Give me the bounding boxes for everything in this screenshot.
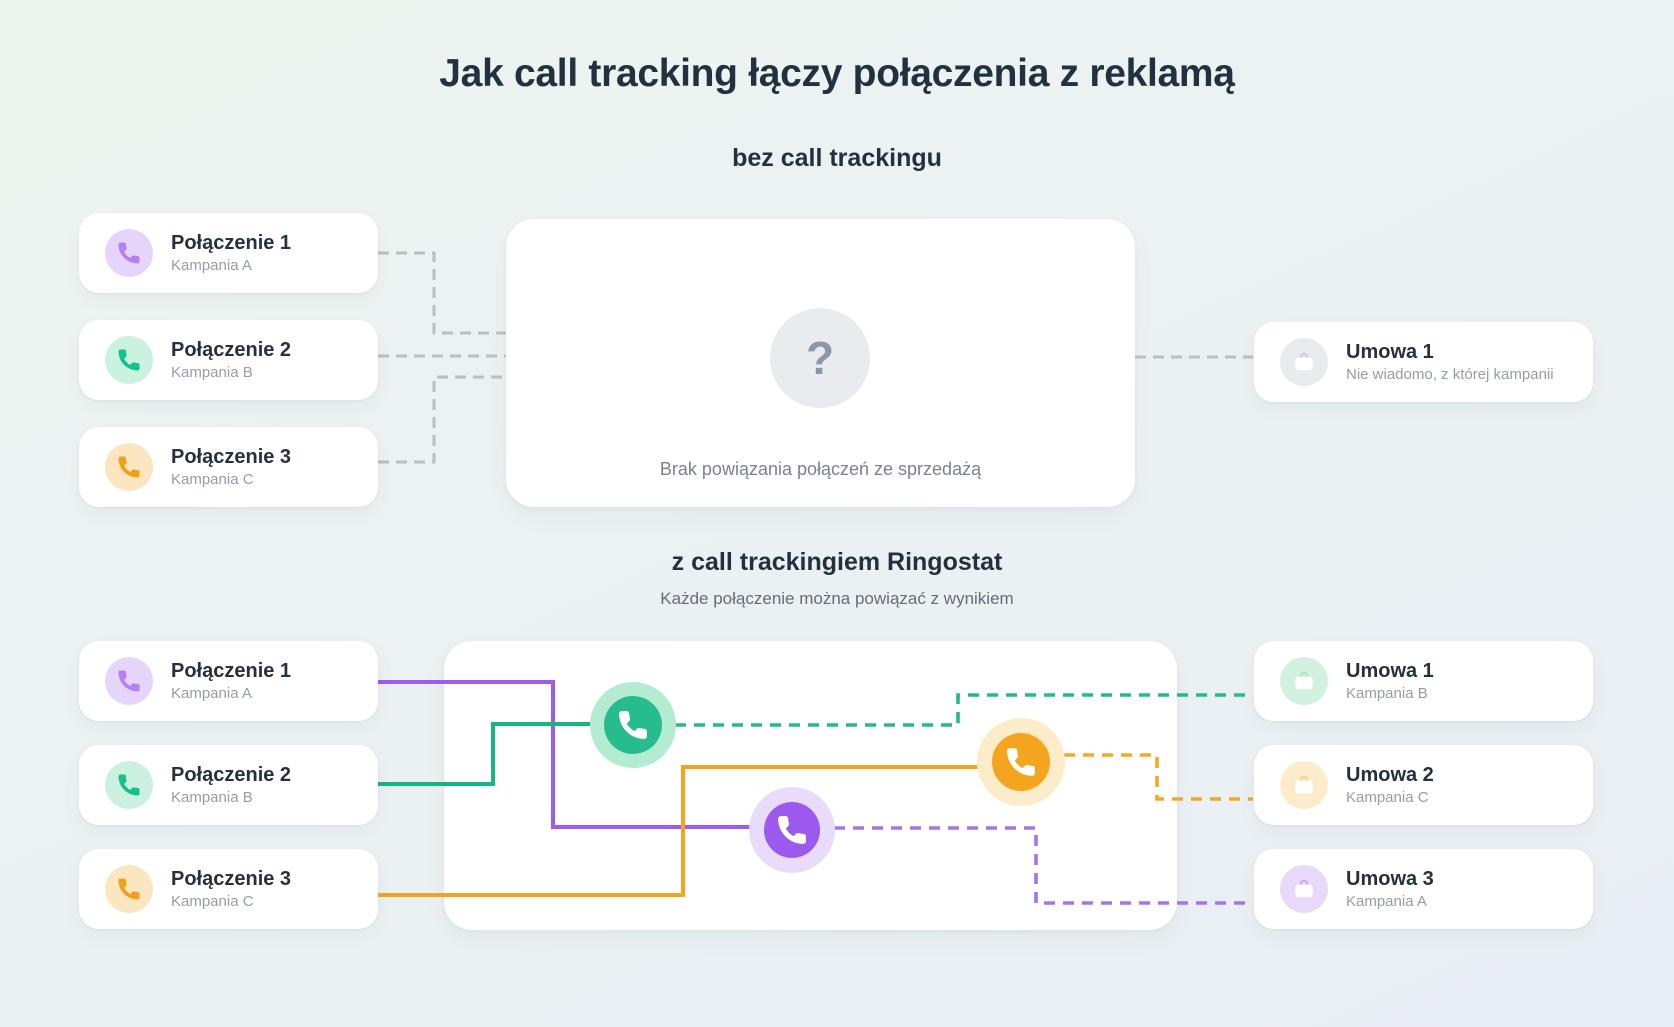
tracking-panel bbox=[444, 641, 1177, 930]
section-subheading-with: Każde połączenie można powiązać z wyniki… bbox=[660, 589, 1014, 608]
call-card: Połączenie 1 Kampania A bbox=[79, 641, 378, 721]
section-heading-with: z call trackingiem Ringostat bbox=[671, 548, 1003, 576]
briefcase-icon bbox=[1295, 352, 1313, 371]
card-subtitle: Kampania B bbox=[171, 363, 253, 381]
question-circle: ? bbox=[770, 308, 870, 408]
card-icon-circle bbox=[1280, 338, 1328, 386]
page-title: Jak call tracking łączy połączenia z rek… bbox=[439, 52, 1235, 95]
card-subtitle: Kampania A bbox=[171, 684, 252, 702]
card-title: Umowa 1 bbox=[1346, 340, 1434, 363]
card-title: Połączenie 2 bbox=[171, 763, 292, 786]
card-texts: Umowa 2 Kampania C bbox=[1346, 763, 1434, 808]
call-card: Połączenie 2 Kampania B bbox=[79, 745, 378, 825]
card-icon-circle bbox=[105, 865, 153, 913]
phone-icon bbox=[118, 456, 140, 478]
phone-icon bbox=[118, 349, 140, 371]
card-title: Umowa 3 bbox=[1346, 867, 1434, 890]
card-title: Umowa 1 bbox=[1346, 659, 1434, 682]
deal-card: Umowa 1 Nie wiadomo, z której kampanii bbox=[1254, 322, 1593, 402]
card-texts: Umowa 1 Nie wiadomo, z której kampanii bbox=[1346, 340, 1554, 385]
call-card: Połączenie 1 Kampania A bbox=[79, 213, 378, 293]
card-subtitle: Kampania B bbox=[171, 788, 253, 806]
card-icon-circle bbox=[105, 336, 153, 384]
card-icon-circle bbox=[105, 229, 153, 277]
card-title: Umowa 2 bbox=[1346, 763, 1434, 786]
call-card: Połączenie 3 Kampania C bbox=[79, 427, 378, 507]
card-texts: Połączenie 3 Kampania C bbox=[171, 445, 291, 490]
card-icon-circle bbox=[105, 657, 153, 705]
card-texts: Połączenie 1 Kampania A bbox=[171, 659, 291, 704]
card-icon-circle bbox=[1280, 761, 1328, 809]
connector-line bbox=[378, 375, 506, 464]
question-mark: ? bbox=[805, 332, 835, 384]
card-texts: Umowa 1 Kampania B bbox=[1346, 659, 1434, 704]
call-card: Połączenie 2 Kampania B bbox=[79, 320, 378, 400]
card-subtitle: Kampania A bbox=[1346, 892, 1427, 910]
card-texts: Umowa 3 Kampania A bbox=[1346, 867, 1434, 912]
phone-icon bbox=[118, 242, 140, 264]
card-title: Połączenie 1 bbox=[171, 659, 292, 682]
card-title: Połączenie 2 bbox=[171, 338, 292, 361]
card-subtitle: Kampania C bbox=[1346, 788, 1429, 806]
phone-icon bbox=[118, 670, 140, 692]
card-title: Połączenie 3 bbox=[171, 867, 292, 890]
card-texts: Połączenie 2 Kampania B bbox=[171, 338, 291, 383]
connector-line bbox=[378, 251, 506, 335]
card-subtitle: Kampania C bbox=[171, 892, 254, 910]
briefcase-icon bbox=[1295, 671, 1313, 690]
deal-card: Umowa 2 Kampania C bbox=[1254, 745, 1593, 825]
phone-icon bbox=[118, 774, 140, 796]
deal-card: Umowa 1 Kampania B bbox=[1254, 641, 1593, 721]
card-subtitle: Kampania B bbox=[1346, 684, 1428, 702]
card-texts: Połączenie 3 Kampania C bbox=[171, 867, 291, 912]
card-icon-circle bbox=[105, 443, 153, 491]
card-title: Połączenie 3 bbox=[171, 445, 292, 468]
card-icon-circle bbox=[1280, 865, 1328, 913]
card-subtitle: Kampania A bbox=[171, 256, 252, 274]
card-subtitle: Kampania C bbox=[171, 470, 254, 488]
panel-caption: Brak powiązania połączeń ze sprzedażą bbox=[659, 459, 982, 479]
briefcase-icon bbox=[1295, 879, 1313, 898]
card-icon-circle bbox=[1280, 657, 1328, 705]
card-texts: Połączenie 2 Kampania B bbox=[171, 763, 291, 808]
card-icon-circle bbox=[105, 761, 153, 809]
card-title: Połączenie 1 bbox=[171, 231, 292, 254]
card-texts: Połączenie 1 Kampania A bbox=[171, 231, 291, 276]
unknown-result-panel: ? Brak powiązania połączeń ze sprzedażą bbox=[506, 219, 1135, 507]
briefcase-icon bbox=[1295, 775, 1313, 794]
deal-card: Umowa 3 Kampania A bbox=[1254, 849, 1593, 929]
card-subtitle: Nie wiadomo, z której kampanii bbox=[1346, 365, 1554, 383]
call-card: Połączenie 3 Kampania C bbox=[79, 849, 378, 929]
phone-icon bbox=[118, 878, 140, 900]
section-heading-without: bez call trackingu bbox=[732, 144, 942, 172]
